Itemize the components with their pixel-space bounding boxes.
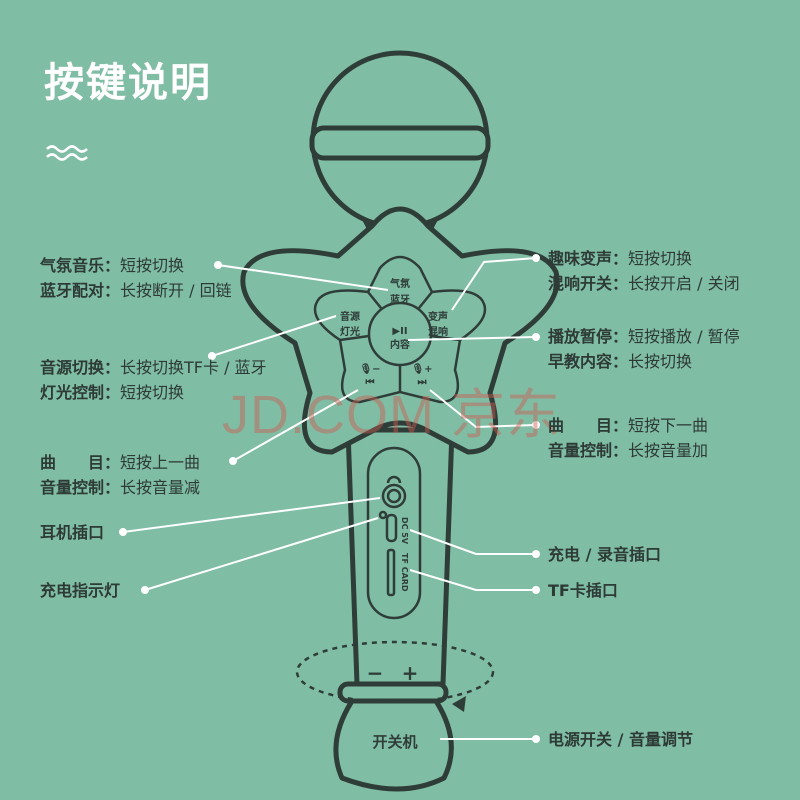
rotate-arrow-icon [452,696,466,712]
btn-right-label1[interactable]: 变声 [428,310,448,323]
label-power-volume: 电源开关 / 音量调节 [548,730,693,749]
power-knob [333,698,454,792]
btn-left-label1[interactable]: 音源 [340,310,360,323]
label-prev-volume-down: 曲 目：短按上一曲 音量控制：长按音量减 [40,453,201,497]
mic-collar [337,681,449,704]
btn-right-label2: 混响 [428,325,448,338]
label-tf-slot: TF卡插口 [548,581,618,600]
label-charge-record-port: 充电 / 录音插口 [548,545,661,564]
btn-next-label2: ⏭ [418,377,427,388]
label-charge-indicator: 充电指示灯 [40,581,121,600]
label-atmosphere-bluetooth: 气氛音乐：短按切换 蓝牙配对：长按断开 / 回链 [40,256,232,300]
label-play-content: 播放暂停：短按播放 / 暂停 早教内容：长按切换 [548,327,740,371]
leader-lines [119,254,540,743]
btn-next-label1[interactable]: 🎙+ [411,363,432,375]
btn-top-label2: 蓝牙 [390,293,410,306]
dc-port-label: DC 5V [400,517,409,545]
label-source-light: 音源切换：长按切换TF卡 / 蓝牙 灯光控制：短按切换 [40,358,267,402]
volume-plus-label: + [402,661,419,685]
btn-top-label1[interactable]: 气氛 [389,277,410,290]
label-headphone-jack: 耳机插口 [40,523,105,542]
watermark: JD.COM 京东 [222,385,561,445]
volume-minus-label: − [367,661,384,685]
label-next-volume-up: 曲 目：短按下一曲 音量控制：长按音量加 [548,416,709,460]
page-title: 按键说明 [44,60,212,106]
btn-prev-label2: ⏮ [366,377,375,388]
tf-port-label: TF CARD [400,553,409,592]
btn-play-label[interactable]: ▶II [392,326,407,337]
power-label[interactable]: 开关机 [372,733,417,751]
btn-content-label: 内容 [390,338,410,351]
btn-left-label2: 灯光 [340,325,360,338]
label-voice-reverb: 趣味变声：短按切换 混响开关：长按开启 / 关闭 [548,249,740,293]
mic-band [309,125,491,161]
wave-icon [46,145,88,161]
btn-prev-label1[interactable]: 🎙− [359,363,380,375]
